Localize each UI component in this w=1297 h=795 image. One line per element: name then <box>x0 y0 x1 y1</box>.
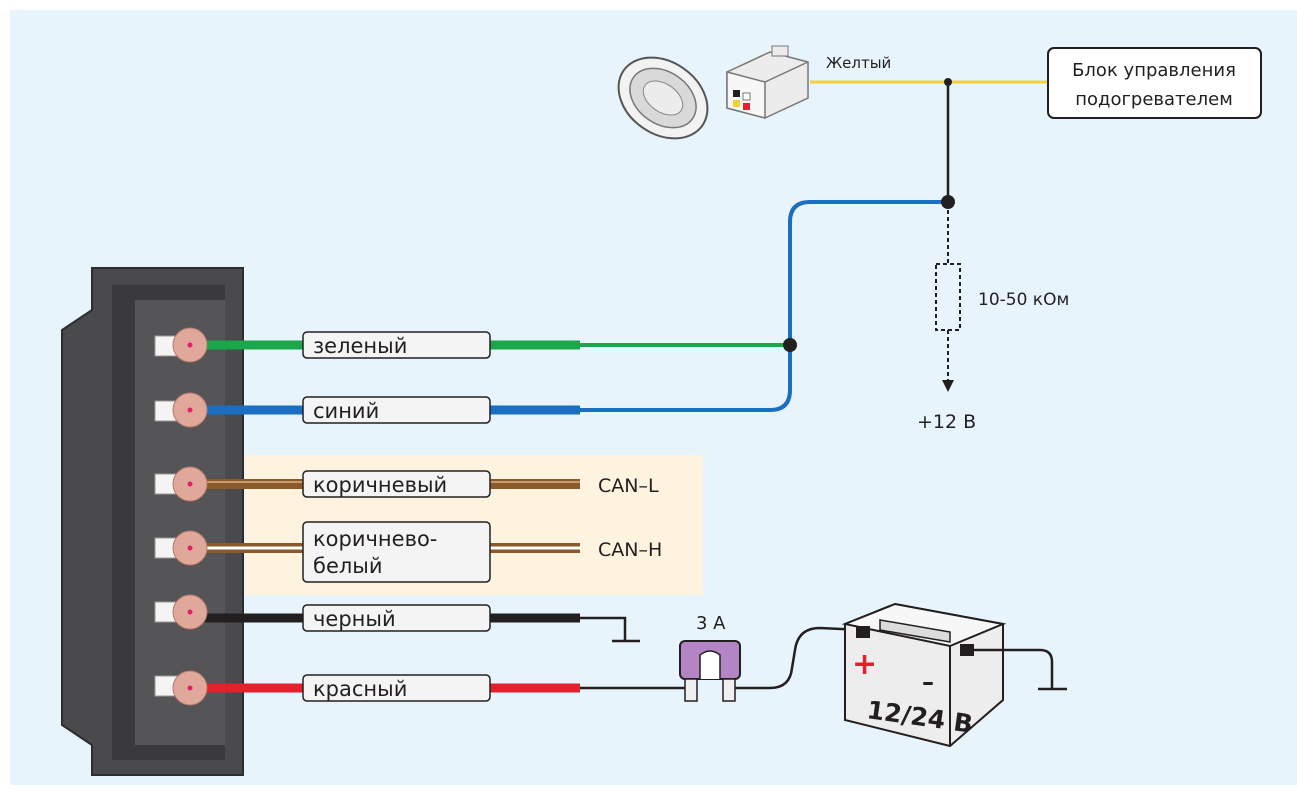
plus12-label: +12 В <box>917 411 976 433</box>
battery-minus-sign: – <box>922 668 934 696</box>
arrow-down-icon <box>942 380 954 392</box>
wire-label-brown: коричневый <box>313 473 447 497</box>
fuse-icon <box>679 640 741 702</box>
wire-label-brown-white-2: белый <box>313 554 383 578</box>
wire-label-boxes <box>302 331 491 702</box>
wire-label-brown-white-1: коричнево- <box>313 527 437 551</box>
label-box-brown <box>302 470 491 498</box>
wire-black <box>190 613 640 643</box>
junction-dot <box>944 78 952 86</box>
battery-ground-wire <box>967 648 1054 688</box>
remote-button-icon <box>617 56 709 140</box>
wire-label-red: красный <box>313 677 407 701</box>
wire-blue <box>190 200 948 415</box>
heater-block-line2: подогревателем <box>1075 89 1233 110</box>
label-box-brown-white <box>302 521 491 583</box>
wire-label-black: черный <box>313 607 396 631</box>
label-box-black <box>302 604 491 632</box>
junction-dot <box>941 195 955 209</box>
battery-plus-sign: + <box>852 647 877 682</box>
resistor-label: 10-50 кОм <box>978 290 1069 310</box>
junction-dot <box>783 338 797 352</box>
wire-red <box>190 626 863 693</box>
heater-block-line1: Блок управления <box>1072 60 1236 81</box>
resistor-symbol <box>935 210 961 392</box>
can-h-label: CAN–H <box>598 539 662 561</box>
label-box-red <box>302 674 491 702</box>
wire-label-green: зеленый <box>313 334 407 358</box>
connector-pins <box>172 327 208 706</box>
label-box-blue <box>302 396 491 424</box>
heater-control-block <box>1047 47 1262 119</box>
yellow-wire-label: Желтый <box>826 54 891 72</box>
wire-brown <box>190 479 580 489</box>
battery-icon <box>841 602 1067 748</box>
fuse-label: 3 А <box>696 613 726 634</box>
label-box-green <box>302 331 491 359</box>
plug-connector-icon <box>726 45 809 119</box>
wire-label-blue: синий <box>313 399 379 423</box>
can-l-label: CAN–L <box>598 475 659 497</box>
